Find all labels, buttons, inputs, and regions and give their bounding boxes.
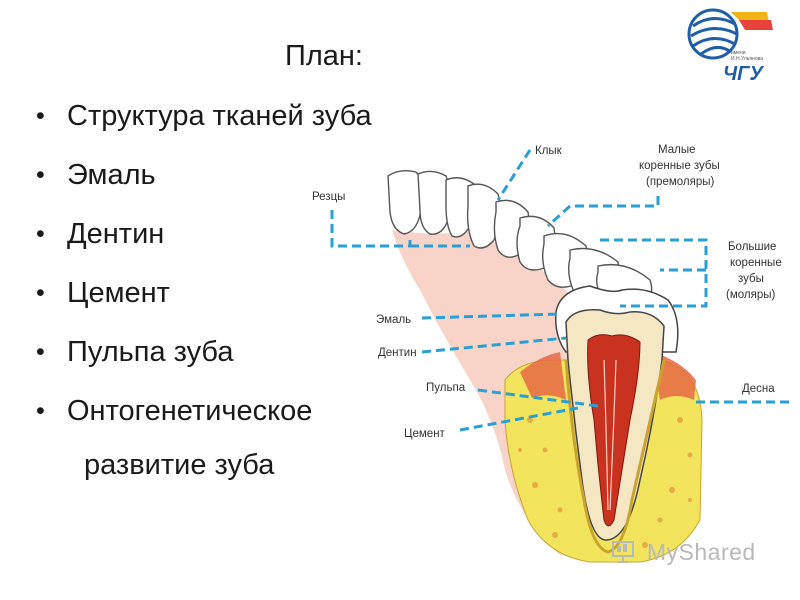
- logo-small-line2: И.Н.Ульянова: [731, 56, 763, 62]
- slide-title: План:: [285, 40, 363, 72]
- canine-tooth: [466, 183, 501, 249]
- label-molars-2: коренные: [730, 257, 782, 269]
- label-pulp: Пульпа: [426, 382, 466, 394]
- callout-pulp: [477, 388, 599, 408]
- presentation-icon: [612, 541, 634, 563]
- logo-text: ЧГУ: [723, 63, 764, 84]
- callout-lines: [330, 149, 792, 432]
- plan-item-text: Структура тканей зуба: [67, 100, 372, 132]
- label-premolars-2: коренные зубы: [639, 160, 720, 172]
- label-cement: Цемент: [404, 428, 446, 440]
- bullet-icon: •: [36, 338, 45, 366]
- label-dentin: Дентин: [378, 347, 417, 359]
- label-canine: Клык: [535, 145, 563, 157]
- plan-item-text: Цемент: [67, 277, 170, 309]
- label-incisors: Резцы: [312, 191, 345, 203]
- logo-small-line1: имени: [731, 50, 746, 56]
- watermark: MyShared: [610, 538, 756, 566]
- plan-item-text: Эмаль: [67, 159, 156, 191]
- callout-canine: [496, 149, 532, 201]
- callout-molars: [600, 238, 708, 308]
- callout-premolars: [546, 196, 660, 228]
- bullet-icon: •: [36, 102, 45, 130]
- callout-dentin: [421, 336, 567, 354]
- bullet-icon: •: [36, 279, 45, 307]
- label-premolars-1: Малые: [658, 144, 695, 156]
- callout-enamel: [421, 312, 561, 320]
- bullet-icon: •: [36, 220, 45, 248]
- label-molars-3: зубы: [738, 273, 764, 285]
- bullet-icon: •: [36, 397, 45, 425]
- label-molars-4: (моляры): [726, 289, 775, 301]
- label-gum: Десна: [742, 383, 775, 395]
- callout-cement: [459, 406, 579, 432]
- plan-item-text: Пульпа зуба: [67, 336, 234, 368]
- globe-logo-icon: [687, 8, 773, 60]
- gum: [520, 352, 566, 400]
- callout-incisors: [330, 210, 470, 248]
- plan-item-text: Онтогенетическое: [67, 395, 313, 427]
- plan-item-continuation: развитие зуба: [84, 449, 275, 481]
- label-premolars-3: (премоляры): [646, 176, 714, 188]
- label-enamel: Эмаль: [376, 314, 411, 326]
- incisor-teeth: [387, 169, 477, 238]
- bone-texture: [518, 417, 693, 548]
- watermark-text: MyShared: [646, 539, 756, 565]
- university-logo: имени И.Н.Ульянова ЧГУ: [687, 8, 773, 84]
- pulp-nerves: [603, 359, 617, 511]
- plan-item-text: Дентин: [67, 218, 165, 250]
- label-molars-1: Большие: [728, 241, 776, 253]
- bullet-icon: •: [36, 161, 45, 189]
- cement-layer: [564, 359, 666, 554]
